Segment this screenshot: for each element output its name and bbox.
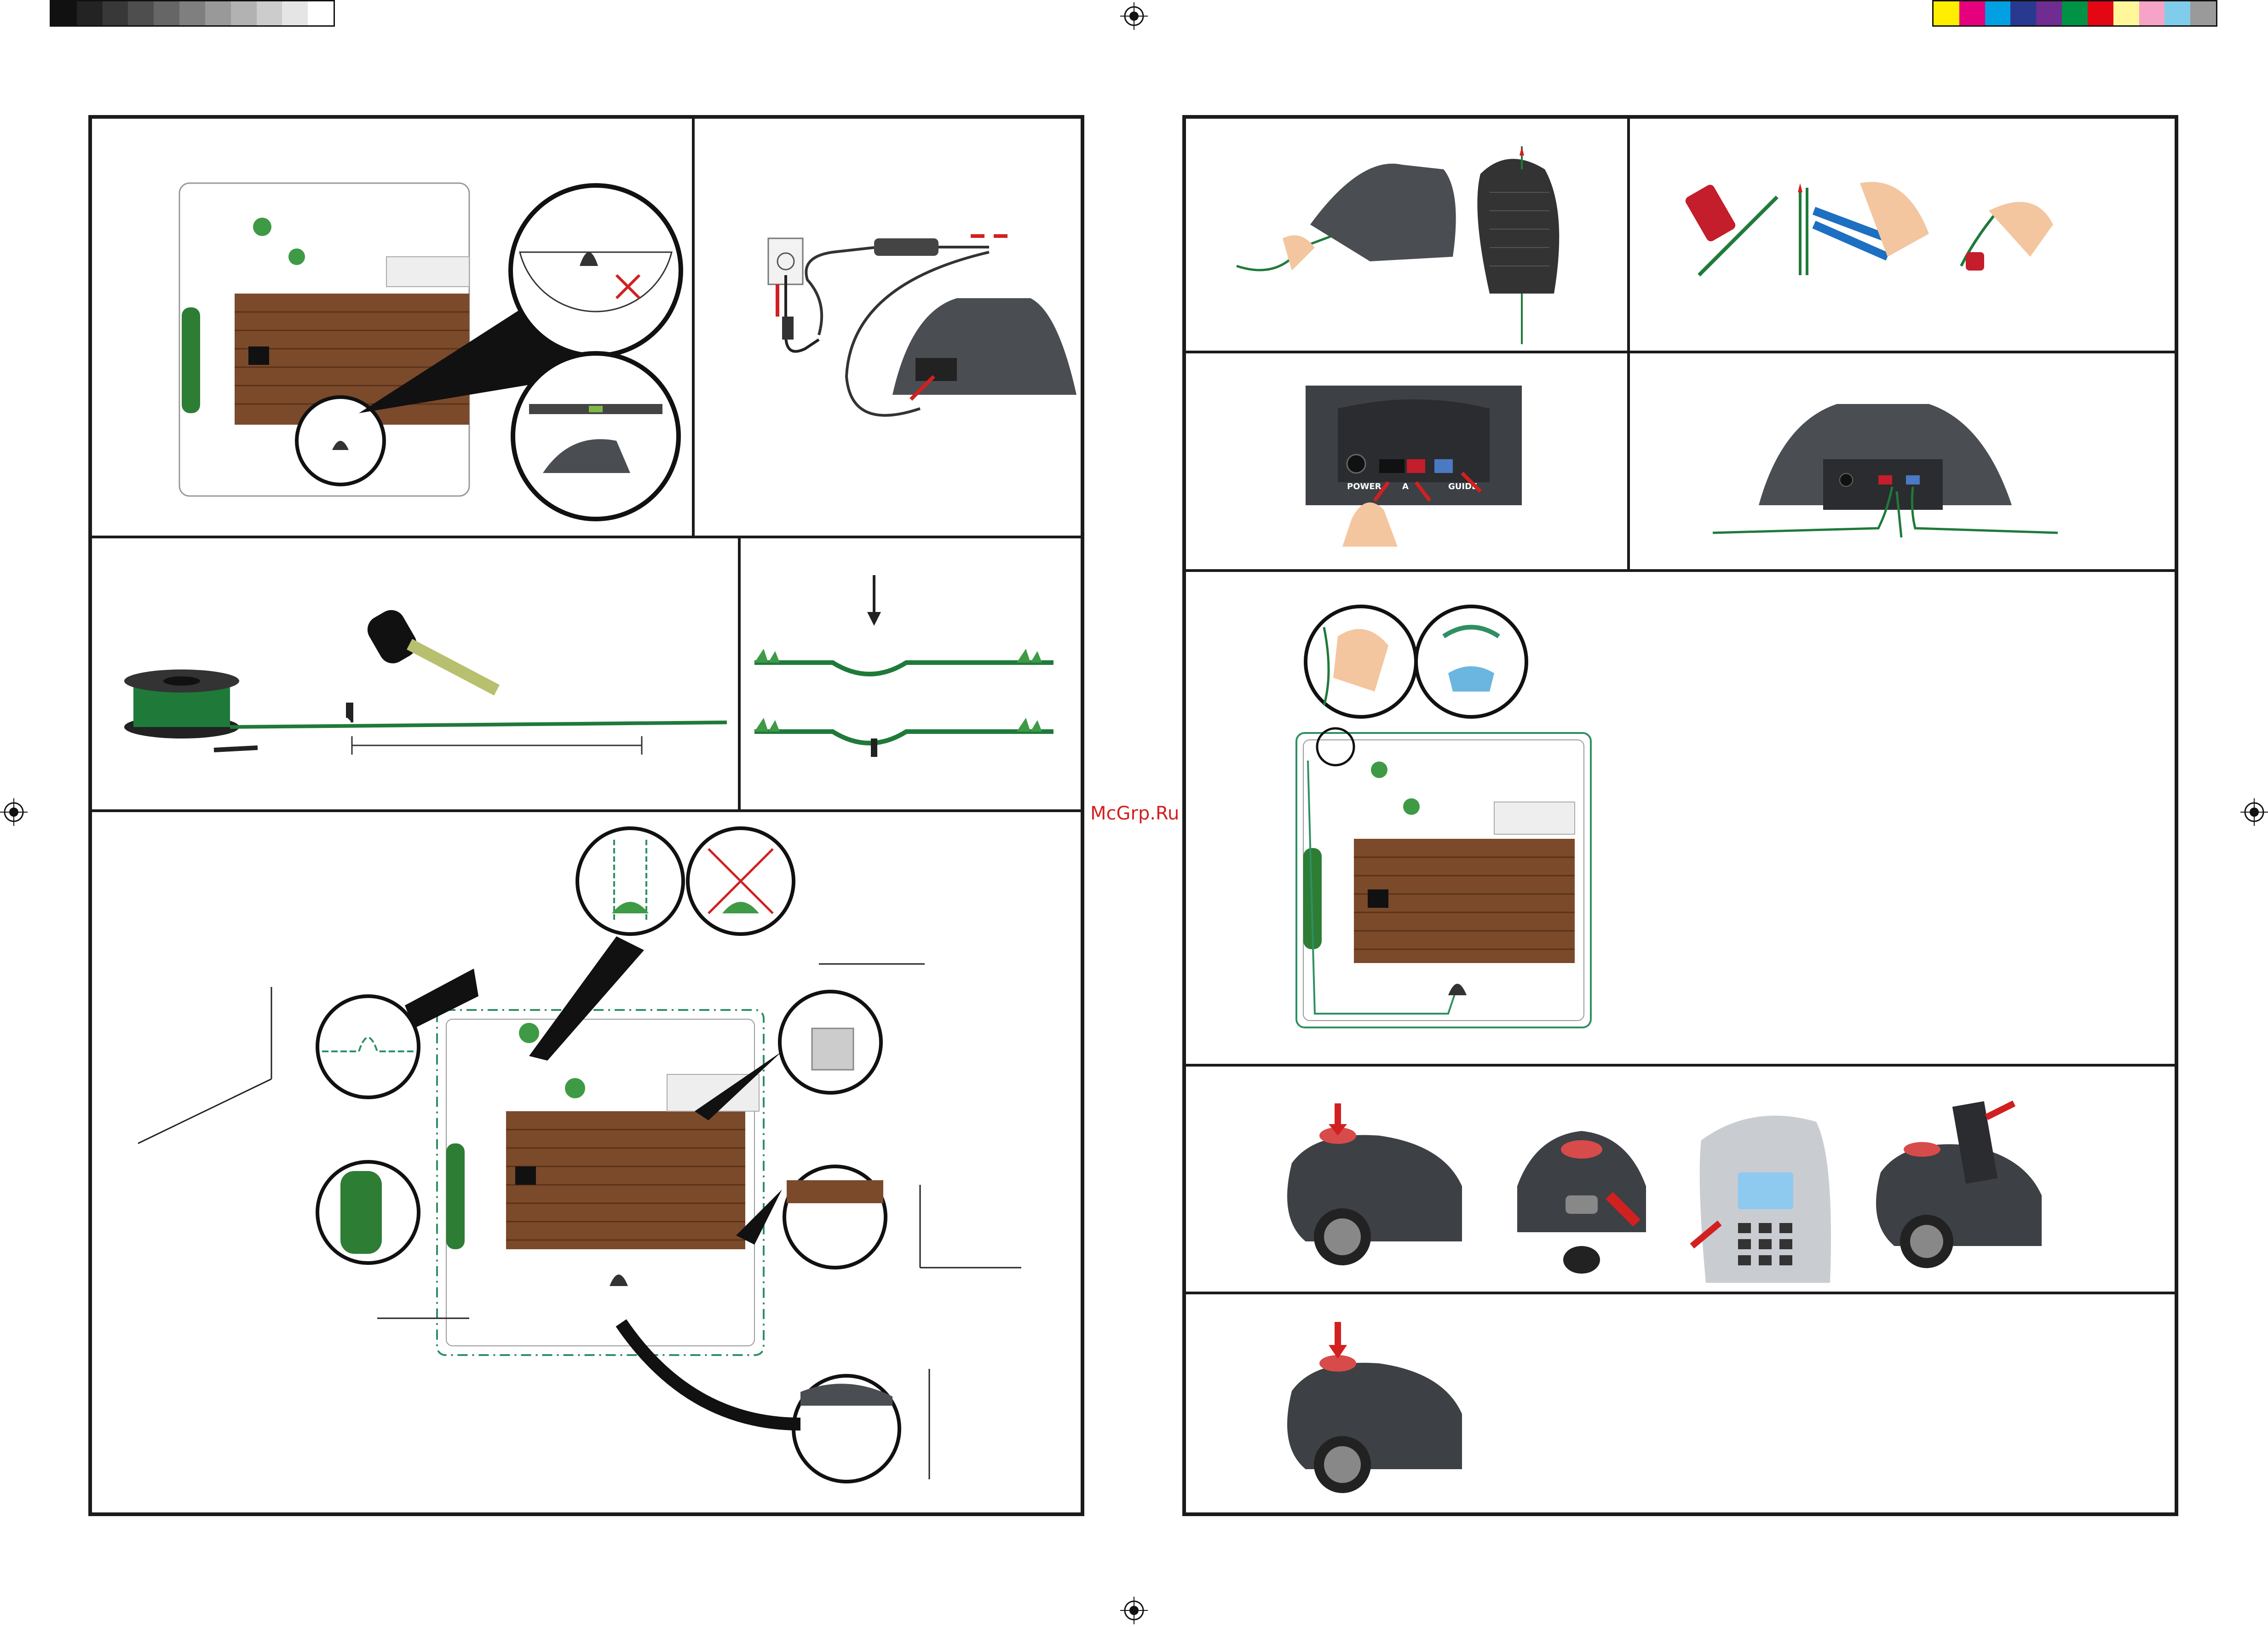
calibration-swatch bbox=[2088, 1, 2113, 25]
panel-station-wires bbox=[1630, 353, 2175, 572]
charging-station-icon bbox=[610, 1275, 628, 1286]
color-calibration-bar bbox=[1932, 0, 2217, 27]
tree-icon bbox=[1403, 798, 1420, 815]
calibration-swatch bbox=[2062, 1, 2088, 25]
calibration-swatch bbox=[2010, 1, 2036, 25]
calibration-swatch bbox=[77, 1, 103, 25]
keypad-icon bbox=[1692, 1116, 1831, 1283]
calibration-swatch bbox=[2190, 1, 2216, 25]
calibration-swatch bbox=[2139, 1, 2165, 25]
panel-wire-pegs bbox=[92, 538, 741, 812]
house-roof bbox=[506, 1111, 745, 1249]
grayscale-calibration-bar bbox=[50, 0, 335, 27]
calibration-swatch bbox=[1934, 1, 1959, 25]
calibration-swatch bbox=[128, 1, 154, 25]
tree-icon bbox=[1371, 762, 1387, 778]
mower-icon bbox=[1287, 1103, 1462, 1265]
right-page-frame: POWER A GUIDE bbox=[1182, 115, 2178, 1516]
calibration-swatch bbox=[282, 1, 308, 25]
calibration-swatch bbox=[103, 1, 128, 25]
calibration-swatch bbox=[51, 1, 77, 25]
calibration-swatch bbox=[1985, 1, 2011, 25]
panel-guide-wire-layout bbox=[1186, 572, 2175, 1067]
power-label: POWER bbox=[1347, 482, 1382, 491]
mower-icon bbox=[1287, 1322, 1462, 1493]
calibration-swatch bbox=[1959, 1, 1985, 25]
panel-mower-stop bbox=[1186, 1294, 2175, 1513]
mower-icon bbox=[1876, 1101, 2042, 1268]
calibration-swatch bbox=[308, 1, 334, 25]
tree-icon bbox=[565, 1078, 585, 1098]
charging-station-icon bbox=[1448, 984, 1467, 995]
registration-mark-bottom bbox=[1120, 1597, 1148, 1624]
panel-boundary-layout bbox=[92, 812, 1081, 1513]
tree-icon bbox=[253, 218, 271, 236]
calibration-swatch bbox=[231, 1, 257, 25]
registration-mark-right bbox=[2240, 798, 2268, 826]
registration-mark-left bbox=[0, 798, 28, 826]
calibration-swatch bbox=[154, 1, 179, 25]
watermark-text: McGrp.Ru bbox=[1090, 803, 1179, 824]
calibration-swatch bbox=[257, 1, 282, 25]
panel-peg-ground bbox=[741, 538, 1081, 812]
panel-guide-wire-station bbox=[1186, 119, 1630, 353]
calibration-swatch bbox=[205, 1, 231, 25]
panel-station-connectors: POWER A GUIDE bbox=[1186, 353, 1630, 572]
calibration-swatch bbox=[179, 1, 205, 25]
mower-icon bbox=[1517, 1131, 1646, 1274]
panel-station-placement bbox=[92, 119, 695, 538]
calibration-swatch bbox=[2036, 1, 2062, 25]
tree-icon bbox=[288, 248, 305, 265]
panel-connector-pliers bbox=[1630, 119, 2175, 353]
tree-icon bbox=[519, 1023, 539, 1043]
left-page-frame bbox=[88, 115, 1084, 1516]
panel-power-connection bbox=[695, 119, 1081, 538]
panel-mower-controls bbox=[1186, 1067, 2175, 1294]
registration-mark-top bbox=[1120, 2, 1148, 30]
a-label: A bbox=[1402, 482, 1409, 491]
calibration-swatch bbox=[2113, 1, 2139, 25]
calibration-swatch bbox=[2164, 1, 2190, 25]
